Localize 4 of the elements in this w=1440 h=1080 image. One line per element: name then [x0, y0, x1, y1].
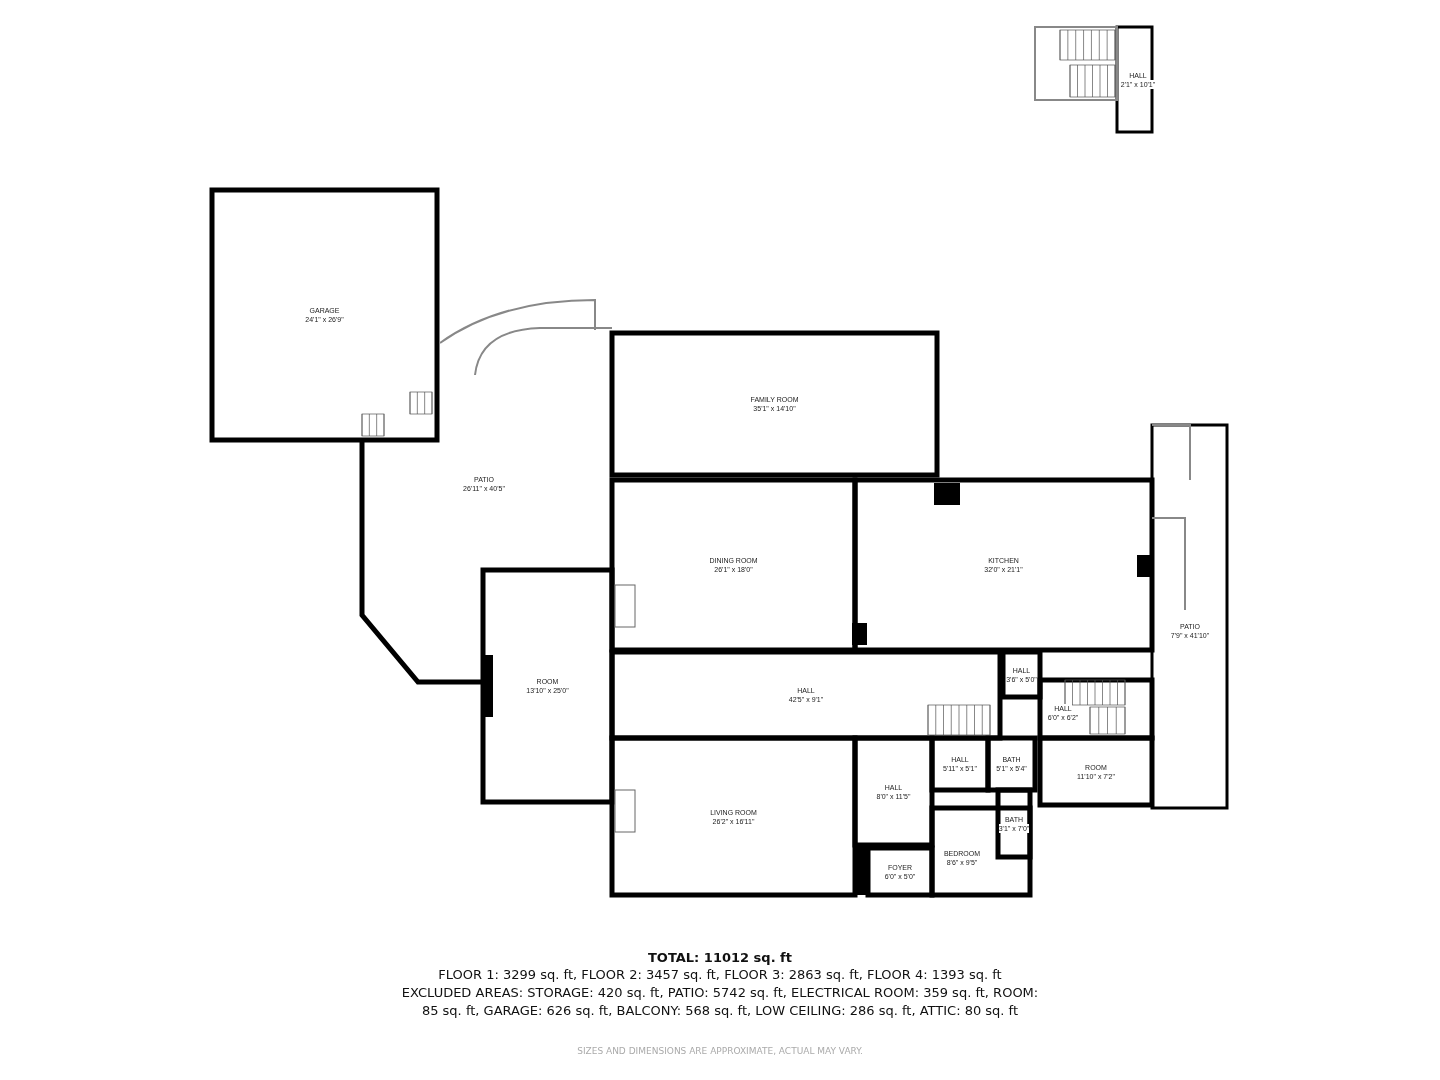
total-area-heading: TOTAL: 11012 sq. ft: [647, 949, 793, 967]
area-summary-text: EXCLUDED AREAS: STORAGE: 420 sq. ft, PATIO: 5742 sq. ft, ELECTRICAL ROOM: 359 sq. ft, ROOM: 85 sq. ft, GARAGE: 626 sq. ft, BALCONY: 568 sq. ft, LOW CEILING: 286 sq. ft, ATTIC: 80 sq. ft: [400, 984, 1040, 1020]
area-summary-text: FLOOR 1: 3299 sq. ft, FLOOR 2: 3457 sq. ft, FLOOR 3: 2863 sq. ft, FLOOR 4: 1393 sq. ft: [437, 966, 1003, 984]
disclaimer-note: SIZES AND DIMENSIONS ARE APPROXIMATE, ACTUAL MAY VARY.: [576, 1045, 864, 1058]
